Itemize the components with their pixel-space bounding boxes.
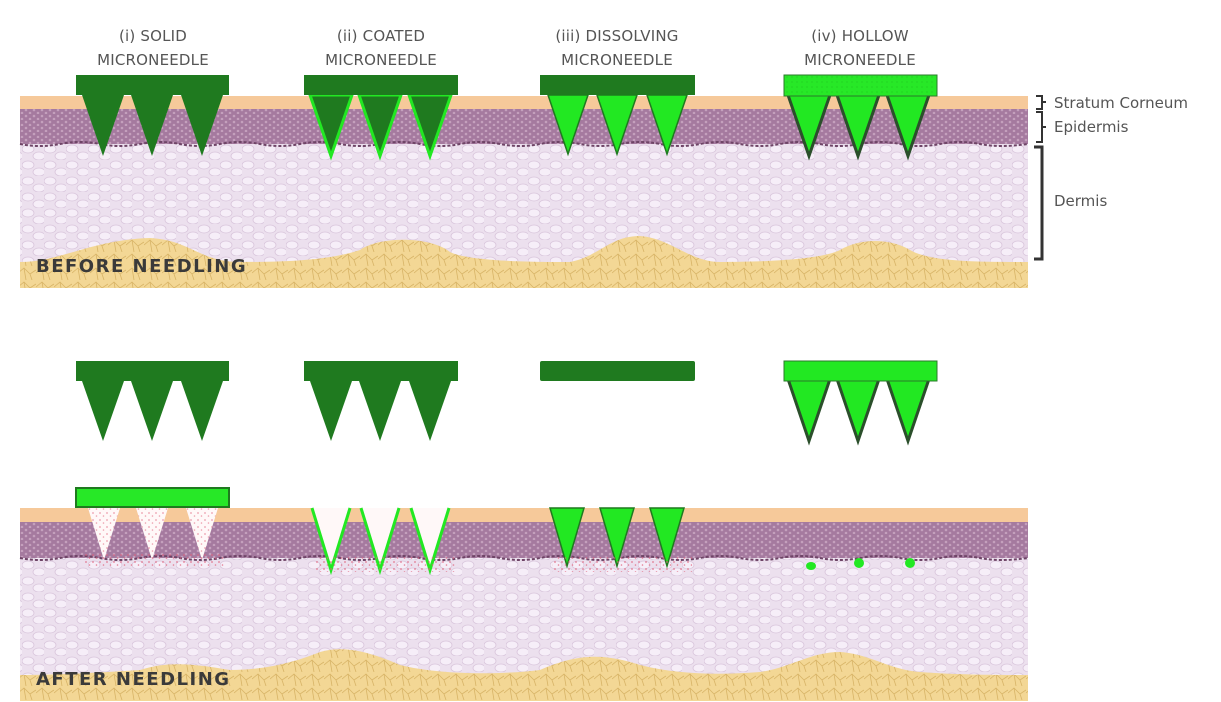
fat-before [20,236,1028,288]
hollow-after-application [806,558,915,570]
title-hollow-line1: (iv) HOLLOW [811,27,909,45]
stratum-corneum-before [20,96,1028,109]
phase-label-after: AFTER NEEDLING [36,669,231,690]
skin-before [19,96,1029,288]
needle-dissolving-removed [540,361,695,381]
needle-type-titles: (i) SOLID MICRONEEDLE (ii) COATED MICRON… [97,27,916,69]
bracket-dermis [1034,145,1044,261]
fat-after [20,649,1028,701]
title-dissolving-line2: MICRONEEDLE [561,51,673,69]
needle-solid-removed [76,361,229,441]
title-solid-line2: MICRONEEDLE [97,51,209,69]
dissolving-after-application [548,507,692,572]
needle-hollow-removed [783,360,938,446]
epidermis-after [20,521,1028,558]
bracket-stratum-corneum [1036,95,1046,110]
bracket-epidermis [1036,111,1046,143]
stratum-corneum-after [20,508,1028,522]
needle-coated-before [304,75,458,161]
solid-after-application [75,487,230,568]
label-stratum-corneum: Stratum Corneum [1054,94,1188,112]
title-coated-line1: (ii) COATED [337,27,425,45]
layer-labels: Stratum Corneum Epidermis Dermis [1034,94,1188,261]
title-solid-line1: (i) SOLID [119,27,187,45]
needle-solid-before [76,75,229,156]
skin-after [19,508,1029,701]
epidermis-before [20,108,1028,144]
title-coated-line2: MICRONEEDLE [325,51,437,69]
drug-patch [75,487,230,508]
label-dermis: Dermis [1054,192,1107,210]
phase-label-before: BEFORE NEEDLING [36,256,247,277]
title-dissolving-line1: (iii) DISSOLVING [555,27,678,45]
label-epidermis: Epidermis [1054,118,1129,136]
needle-coated-removed [304,361,458,441]
needle-hollow-before [783,74,938,161]
coated-after-application [310,507,456,576]
needle-dissolving-before [540,75,695,157]
title-hollow-line2: MICRONEEDLE [804,51,916,69]
